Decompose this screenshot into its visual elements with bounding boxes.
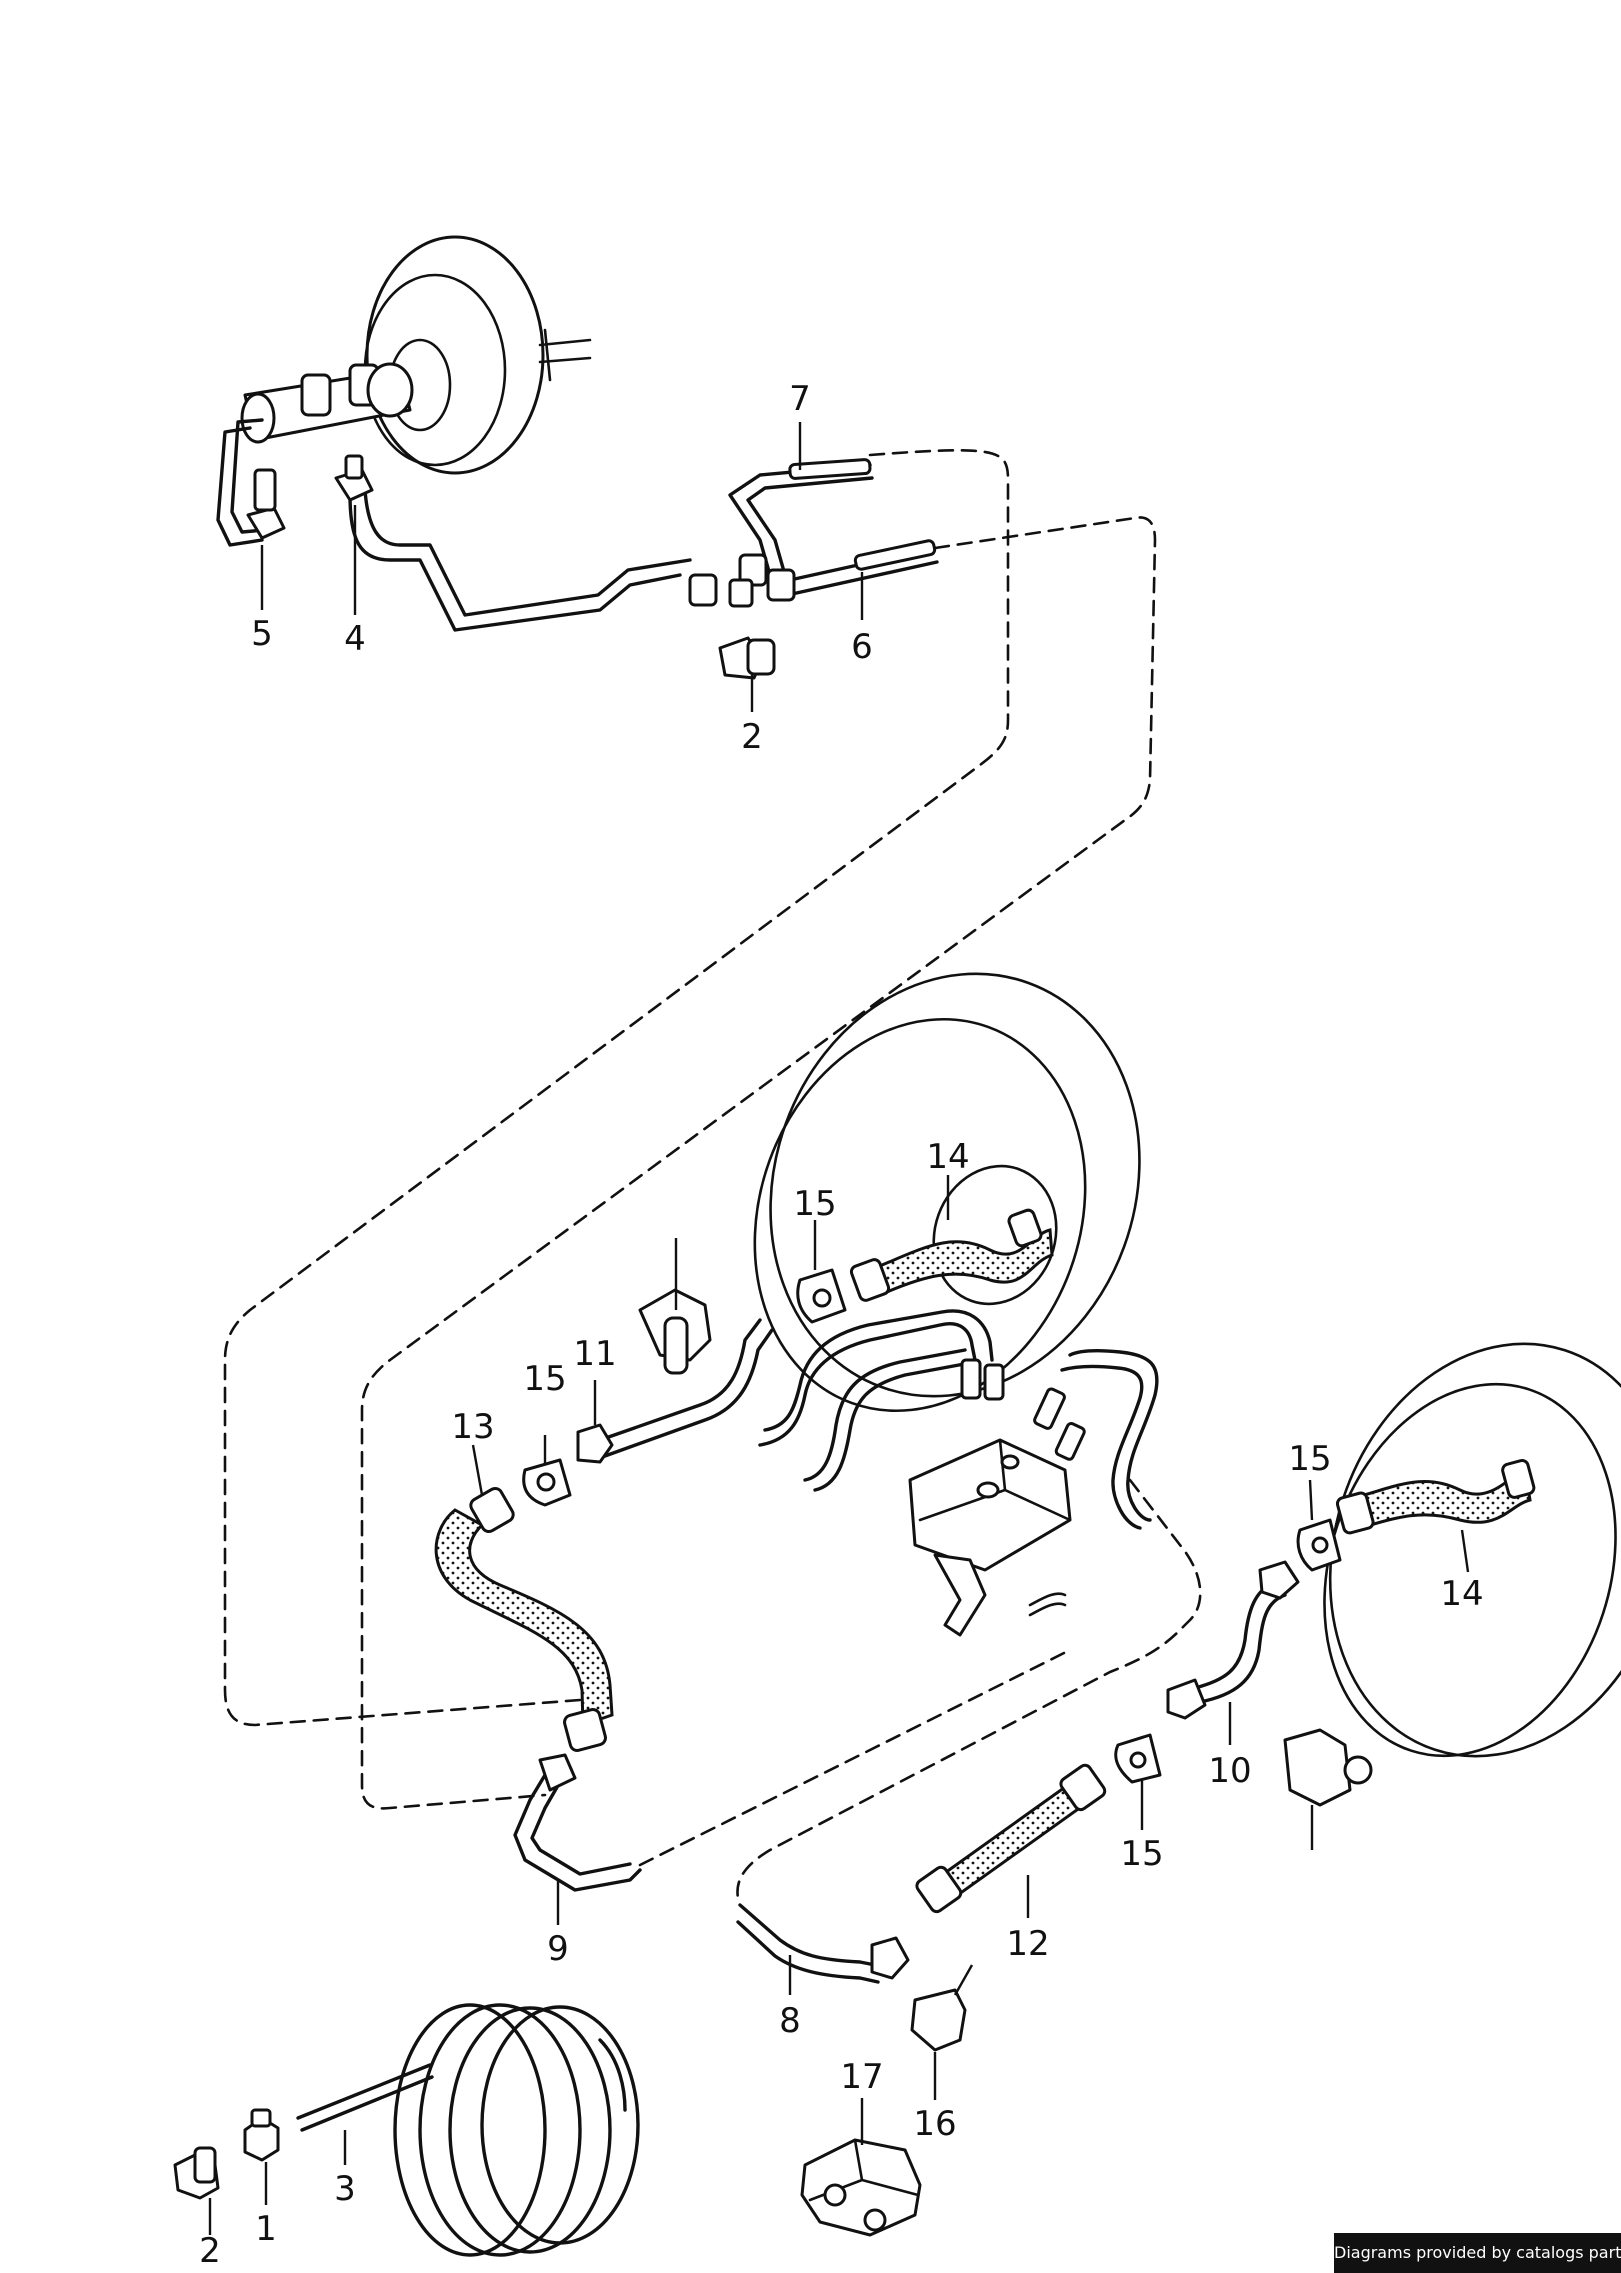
brake-hose-14-right	[1335, 1459, 1536, 1535]
clip-15-lower	[1114, 1733, 1162, 1784]
brake-hose-13	[434, 1486, 614, 1752]
nut-2-top	[718, 636, 776, 680]
brake-pipe-coil-3	[296, 2003, 640, 2257]
brake-line-6-top	[788, 539, 939, 596]
bracket-top-center	[638, 1238, 712, 1375]
callout-13: 13	[451, 1407, 494, 1447]
routing-dashed-lines	[223, 449, 1202, 1900]
callout-6: 6	[851, 627, 873, 667]
clip-15-center	[796, 1268, 847, 1324]
callout-16: 16	[913, 2104, 956, 2144]
union-nut-1	[243, 2108, 280, 2162]
callout-7: 7	[789, 379, 811, 419]
brake-line-5	[216, 418, 267, 547]
callout-5: 5	[251, 614, 273, 654]
callout-1: 1	[255, 2209, 277, 2249]
brake-line-7-top	[728, 458, 874, 577]
brake-line-11	[598, 1318, 774, 1458]
brake-fittings-regulator	[960, 1358, 1086, 1461]
master-cylinder	[240, 362, 414, 444]
callout-15-lower: 15	[1120, 1834, 1163, 1874]
brake-hose-12	[915, 1763, 1107, 1914]
bracket-16	[910, 1964, 974, 2052]
callout-12: 12	[1006, 1924, 1049, 1964]
brake-line-right-loop	[758, 1309, 994, 1492]
callout-2-bottom: 2	[199, 2231, 221, 2271]
union-fitting	[688, 553, 796, 608]
brake-line-8	[736, 1903, 910, 1984]
brake-line-10	[1166, 1560, 1300, 1720]
callout-10: 10	[1208, 1751, 1251, 1791]
brake-line-9	[513, 1753, 642, 1892]
callout-14-right: 14	[1440, 1574, 1483, 1614]
callout-leaders	[208, 422, 1470, 2235]
brake-pressure-regulator	[908, 1438, 1072, 1637]
diagram-credit-footer: Diagrams provided by catalogs parts	[1334, 2233, 1621, 2273]
callout-17: 17	[840, 2057, 883, 2097]
callout-8: 8	[779, 2001, 801, 2041]
callout-4: 4	[344, 619, 366, 659]
clamp-17	[800, 2138, 922, 2237]
callout-2-top: 2	[741, 717, 763, 757]
clip-15-right	[1296, 1518, 1342, 1572]
brake-hose-14-upper	[849, 1208, 1054, 1302]
callout-numbers: 7 5 4 6 2 14 15 11 15 13 15 14 10 15 12 …	[199, 379, 1483, 2271]
union-nut-2-bottom	[173, 2146, 220, 2200]
callout-15-left: 15	[523, 1359, 566, 1399]
brake-booster	[363, 235, 592, 475]
rear-wheel-left	[753, 972, 1141, 1413]
brake-line-4	[348, 488, 692, 632]
brake-line-right-down	[1060, 1349, 1159, 1530]
brake-line-nut-5	[246, 468, 286, 540]
callout-15-right: 15	[1288, 1439, 1331, 1479]
callout-15-center: 15	[793, 1184, 836, 1224]
callout-14-upper: 14	[926, 1137, 969, 1177]
bracket-right	[1283, 1728, 1373, 1850]
callout-3: 3	[334, 2169, 356, 2209]
callout-9: 9	[547, 1929, 569, 1969]
clip-15-left	[522, 1458, 572, 1507]
brake-line-nut-4	[334, 454, 374, 502]
nut-11	[576, 1423, 614, 1464]
callout-11: 11	[573, 1334, 616, 1374]
